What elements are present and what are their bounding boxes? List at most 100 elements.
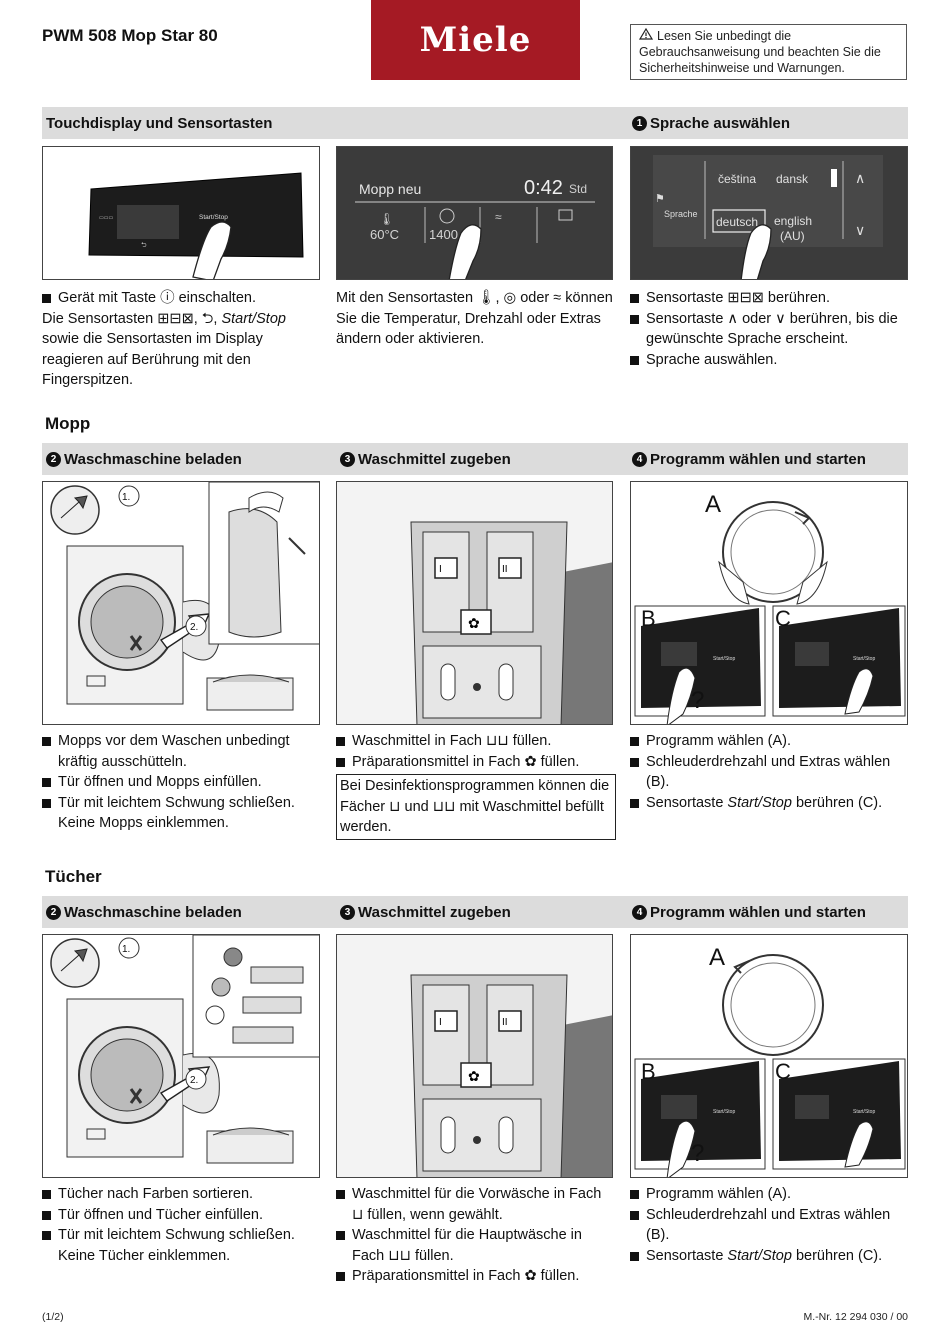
svg-text:I: I: [439, 1017, 442, 1028]
svg-text:⮌: ⮌: [141, 241, 147, 249]
flower-compartment-icon: ✿: [524, 1268, 537, 1284]
compartment-II-icon: ⊔⊔: [486, 733, 509, 749]
thermometer-icon: 🌡: [477, 290, 496, 306]
spin-icon: ◎: [503, 290, 517, 306]
mopp2-b2-pre: Präparationsmittel in Fach: [352, 753, 521, 770]
mopp2-b1-pre: Waschmittel in Fach: [352, 733, 482, 749]
note-pre: Bei Desinfektionsprogrammen können die F…: [340, 778, 610, 815]
t2-post: können Sie die Temperatur, Drehzahl oder…: [336, 290, 613, 347]
tuecher-label-C: C: [775, 1059, 791, 1084]
tuecher-b2: Tür öffnen und Tücher einfüllen.: [42, 1205, 327, 1226]
mopp-text-2: Waschmittel in Fach ⊔⊔ füllen. Präparati…: [336, 731, 616, 840]
mopp-b2: Tür öffnen und Mopps einfüllen.: [42, 772, 327, 793]
tuecher-start-stop-C: Start/Stop: [853, 1109, 875, 1115]
svg-text:≈: ≈: [495, 210, 502, 224]
mopp-load-illustration: 1. 2.: [42, 481, 320, 725]
mopp-step-2-label: 2.: [190, 622, 198, 633]
flower-compartment-icon: ✿: [524, 753, 537, 770]
tuecher-load-illustration: 1. 2.: [42, 934, 320, 1178]
language-label: Sprache: [664, 209, 698, 219]
up-icon: ∧: [727, 310, 739, 327]
mopp3-b3-pre: Sensortaste: [646, 794, 724, 811]
t1-p-post: sowie die Sensortasten im Display reagie…: [42, 331, 263, 388]
svg-text:🌡: 🌡: [379, 212, 394, 226]
tuecher-program-illustration: A B Start/Stop ? C Start/Stop: [630, 934, 908, 1178]
touch-text-2: Mit den Sensortasten 🌡, ◎ oder ≈ können …: [336, 288, 616, 350]
safety-warning-box: Lesen Sie unbedingt die Gebrauchsanweisu…: [630, 24, 907, 80]
mopp-col2-title: Waschmittel zugeben: [358, 450, 511, 468]
tuecher-heading: Tücher: [45, 867, 102, 886]
mopp-step-1-label: 1.: [122, 492, 130, 503]
t2-mid2: oder: [520, 290, 550, 306]
down-arrow-label: ∨: [855, 222, 865, 238]
mopp-step-4: 4: [632, 451, 647, 467]
tuecher-label-B: B: [641, 1059, 656, 1084]
lang-english: english: [774, 214, 812, 228]
tuecher-col3-title: Programm wählen und starten: [650, 903, 866, 921]
document-title: PWM 508 Mop Star 80: [42, 26, 218, 45]
tuecher-b3: Tür mit leichtem Schwung schließen. Kein…: [42, 1225, 327, 1266]
svg-text:✿: ✿: [468, 615, 480, 631]
display-time-unit: Std: [569, 182, 587, 196]
mopp-col3-title: Programm wählen und starten: [650, 450, 866, 468]
mopp-label-A: A: [705, 491, 721, 518]
miele-logo: Miele: [371, 0, 580, 80]
t3-b2-pre: Sensortaste: [646, 310, 724, 327]
mopp2-b1-post: füllen.: [512, 733, 552, 749]
svg-text:⚑: ⚑: [655, 193, 665, 205]
tuecher-step-4: 4: [632, 904, 647, 920]
touch-text-1: Gerät mit Taste ⓘ einschalten. Die Senso…: [42, 288, 322, 391]
material-number: M.-Nr. 12 294 030 / 00: [803, 1311, 908, 1323]
mopp3-b3-post: berühren (C).: [795, 794, 883, 811]
mopp-text-1: Mopps vor dem Waschen unbedingt kräftig …: [42, 731, 327, 834]
logo-text: Miele: [419, 20, 532, 60]
extras-icon: ≈: [553, 290, 562, 306]
page-number: (1/2): [42, 1311, 64, 1323]
compartment-I-icon: ⊔: [352, 1206, 364, 1223]
power-icon: ⓘ: [160, 290, 175, 306]
tuecher-b1: Tücher nach Farben sortieren.: [42, 1184, 327, 1205]
svg-text:II: II: [502, 1017, 508, 1028]
step-number-1: 1: [632, 115, 647, 131]
mopp-label-B: B: [641, 606, 656, 631]
t2-pre: Mit den Sensortasten: [336, 290, 474, 306]
mopp3-b2: Schleuderdrehzahl und Extras wählen (B).: [630, 752, 910, 793]
language-display-illustration: ⚑ Sprache čeština dansk deutsch english …: [630, 146, 908, 280]
start-stop-label: Start/Stop: [199, 214, 228, 221]
lang-au: (AU): [780, 229, 805, 243]
mopp-program-illustration: A B Start/Stop ? C Start/Stop: [630, 481, 908, 725]
tue2-b2-post: füllen.: [414, 1247, 454, 1264]
compartment-I-icon: ⊔: [389, 798, 401, 815]
tuecher-text-3: Programm wählen (A). Schleuderdrehzahl u…: [630, 1184, 910, 1266]
mopp-detergent-illustration: I II ✿: [336, 481, 613, 725]
tue3-b1: Programm wählen (A).: [630, 1184, 910, 1205]
touch-bar-title: Touchdisplay und Sensortasten: [46, 114, 273, 132]
t2-mid1: ,: [495, 290, 500, 306]
tuecher-col1-title: Waschmaschine beladen: [64, 903, 242, 921]
tuecher-text-2: Waschmittel für die Vorwäsche in Fach ⊔ …: [336, 1184, 616, 1287]
lang-cestina: čeština: [718, 172, 756, 186]
language-bar-title: Sprache auswählen: [650, 114, 791, 132]
tuecher-step-3: 3: [340, 904, 355, 920]
tuecher-step-2: 2: [46, 904, 61, 920]
display-program-name: Mopp neu: [359, 181, 421, 197]
svg-text:?: ?: [691, 687, 704, 714]
tuecher-detergent-illustration: I II ✿: [336, 934, 613, 1178]
lang-dansk: dansk: [776, 172, 809, 186]
t3-b2-mid: oder: [742, 310, 772, 327]
mopp3-b1: Programm wählen (A).: [630, 731, 910, 752]
back-icon: ⮌: [201, 310, 214, 327]
tuecher-start-stop-B: Start/Stop: [713, 1109, 735, 1115]
mopp-b1: Mopps vor dem Waschen unbedingt kräftig …: [42, 731, 327, 772]
t1-p-italic: Start/Stop: [221, 310, 286, 327]
mopp-step-2: 2: [46, 451, 61, 467]
tue2-b3-post: füllen.: [540, 1268, 580, 1284]
tue3-b3-pre: Sensortaste: [646, 1247, 724, 1264]
tue2-b1-post: füllen, wenn gewählt.: [367, 1206, 503, 1223]
t1-p-pre: Die Sensortasten: [42, 310, 154, 327]
t3-b2-post: berühren, bis die gewünschte Sprache ers…: [646, 310, 898, 348]
tuecher-step-2-label: 2.: [190, 1075, 198, 1086]
t1-b1-pre: Gerät mit Taste: [58, 290, 157, 306]
svg-text:▭▭▭: ▭▭▭: [99, 215, 113, 221]
